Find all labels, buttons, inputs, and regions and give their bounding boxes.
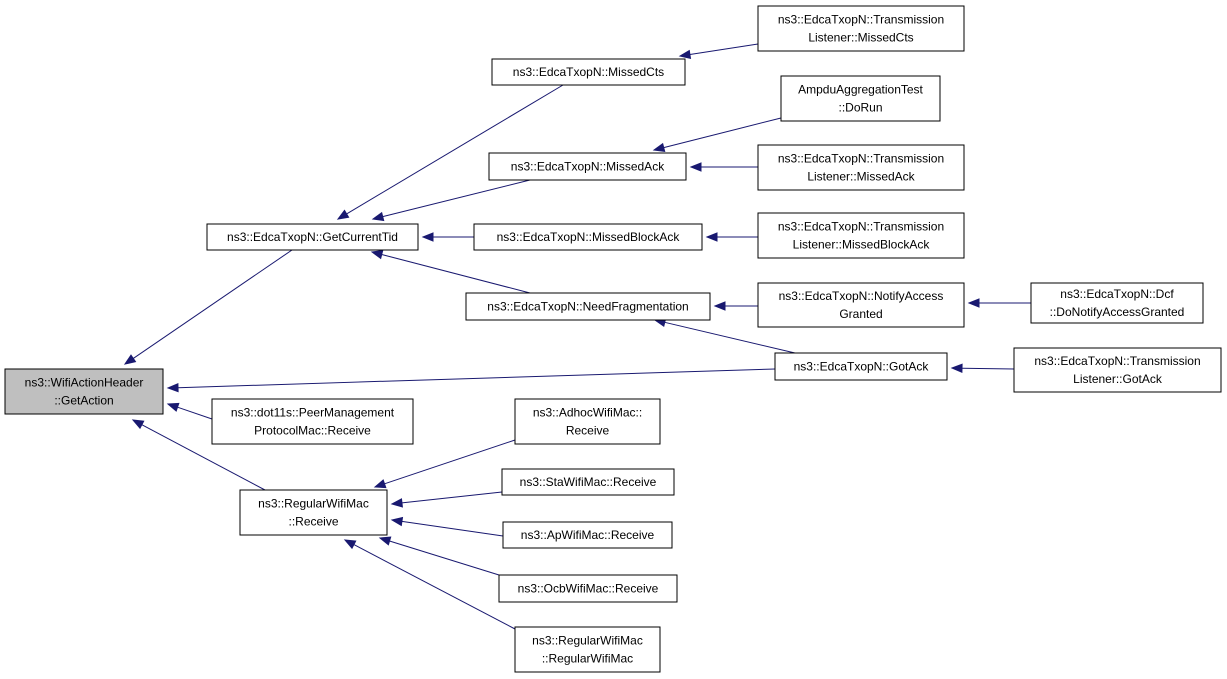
node-label-line: ns3::EdcaTxopN::Transmission <box>778 152 944 166</box>
node-label-line: Listener::GotAck <box>1073 372 1163 386</box>
node-tl-gotack[interactable]: ns3::EdcaTxopN::TransmissionListener::Go… <box>1013 347 1222 393</box>
node-label-line: ns3::StaWifiMac::Receive <box>520 475 657 489</box>
node-label-line: ns3::EdcaTxopN::NotifyAccess <box>779 289 944 303</box>
node-label-line: ns3::AdhocWifiMac:: <box>533 406 642 420</box>
node-getaction[interactable]: ns3::WifiActionHeader::GetAction <box>4 368 164 415</box>
node-label-line: ns3::RegularWifiMac <box>258 497 369 511</box>
node-label-line: ProtocolMac::Receive <box>254 424 371 438</box>
node-label-line: ns3::dot11s::PeerManagement <box>231 406 395 420</box>
node-label-line: ns3::EdcaTxopN::NeedFragmentation <box>487 300 688 314</box>
node-label-line: ns3::EdcaTxopN::GotAck <box>794 360 930 374</box>
node-missedack[interactable]: ns3::EdcaTxopN::MissedAck <box>488 152 687 181</box>
edge-ampdu-to-missedack <box>652 117 782 152</box>
node-label-line: ns3::ApWifiMac::Receive <box>521 528 655 542</box>
node-label-line: AmpduAggregationTest <box>798 83 923 97</box>
node-missedcts[interactable]: ns3::EdcaTxopN::MissedCts <box>491 58 686 86</box>
node-tl-missedcts[interactable]: ns3::EdcaTxopN::TransmissionListener::Mi… <box>757 5 965 52</box>
edge-gotack-to-getaction <box>166 368 776 393</box>
node-tl-missedblockack[interactable]: ns3::EdcaTxopN::TransmissionListener::Mi… <box>757 212 965 259</box>
edge-notifyaccess-to-needfrag <box>713 301 758 311</box>
node-label-line: ::GetAction <box>54 394 113 408</box>
node-peermgmt[interactable]: ns3::dot11s::PeerManagementProtocolMac::… <box>211 398 414 445</box>
edges-layer <box>123 43 1031 630</box>
node-label-line: Listener::MissedCts <box>808 31 913 45</box>
edge-tl_gotack-to-gotack <box>950 363 1015 373</box>
node-label-line: ::DoRun <box>838 101 882 115</box>
node-label-line: Granted <box>839 307 882 321</box>
edge-dcf-to-notifyaccess <box>967 298 1031 308</box>
node-label-line: ns3::EdcaTxopN::Transmission <box>778 13 944 27</box>
node-label-line: Listener::MissedBlockAck <box>793 238 931 252</box>
node-sta[interactable]: ns3::StaWifiMac::Receive <box>501 468 675 496</box>
node-gotack[interactable]: ns3::EdcaTxopN::GotAck <box>774 352 948 381</box>
node-label-line: ::Receive <box>288 515 338 529</box>
node-ocb[interactable]: ns3::OcbWifiMac::Receive <box>498 574 678 603</box>
node-regularctor[interactable]: ns3::RegularWifiMac::RegularWifiMac <box>514 626 661 673</box>
edge-tl_missedblockack-to-missedblockack <box>705 232 758 242</box>
node-missedblockack[interactable]: ns3::EdcaTxopN::MissedBlockAck <box>473 223 703 251</box>
node-label-line: ns3::EdcaTxopN::MissedBlockAck <box>497 230 681 244</box>
node-label-line: ns3::WifiActionHeader <box>25 376 144 390</box>
node-label-line: ns3::RegularWifiMac <box>532 634 643 648</box>
edge-regularreceive-to-getaction <box>131 419 266 491</box>
node-regularreceive[interactable]: ns3::RegularWifiMac::Receive <box>239 489 388 536</box>
edge-peermgmt-to-getaction <box>166 402 213 420</box>
node-getcurrenttid[interactable]: ns3::EdcaTxopN::GetCurrentTid <box>206 223 419 251</box>
node-label-line: ns3::EdcaTxopN::Transmission <box>1034 354 1200 368</box>
edge-regularctor-to-regularreceive <box>343 539 516 630</box>
edge-getcurrenttid-to-getaction <box>123 249 293 365</box>
node-label-line: ns3::EdcaTxopN::Transmission <box>778 220 944 234</box>
node-label-line: ::RegularWifiMac <box>542 652 633 666</box>
node-label-line: ::DoNotifyAccessGranted <box>1050 305 1185 319</box>
node-ap[interactable]: ns3::ApWifiMac::Receive <box>502 521 673 549</box>
edge-ocb-to-regularreceive <box>378 536 500 576</box>
edge-adhoc-to-regularreceive <box>373 439 516 489</box>
edge-missedblockack-to-getcurrenttid <box>421 232 474 242</box>
node-ampdu[interactable]: AmpduAggregationTest::DoRun <box>780 75 941 122</box>
edge-tl_missedcts-to-missedcts <box>678 43 759 60</box>
node-label-line: ns3::EdcaTxopN::MissedAck <box>511 160 665 174</box>
node-label-line: Receive <box>566 424 610 438</box>
node-adhoc[interactable]: ns3::AdhocWifiMac::Receive <box>514 398 661 445</box>
edge-missedcts-to-getcurrenttid <box>336 84 564 220</box>
node-label-line: Listener::MissedAck <box>807 170 915 184</box>
edge-missedack-to-getcurrenttid <box>371 179 531 222</box>
nodes-layer: ns3::WifiActionHeader::GetAction ns3::Edc… <box>4 5 1222 673</box>
node-label-line: ns3::EdcaTxopN::MissedCts <box>513 65 664 79</box>
node-label-line: ns3::EdcaTxopN::GetCurrentTid <box>227 230 398 244</box>
edge-needfrag-to-getcurrenttid <box>370 250 531 294</box>
edge-ap-to-regularreceive <box>390 516 504 537</box>
node-label-line: ns3::OcbWifiMac::Receive <box>518 582 659 596</box>
node-needfrag[interactable]: ns3::EdcaTxopN::NeedFragmentation <box>465 292 711 321</box>
node-dcf[interactable]: ns3::EdcaTxopN::Dcf::DoNotifyAccessGrant… <box>1030 282 1204 324</box>
edge-tl_missedack-to-missedack <box>689 162 758 172</box>
node-label-line: ns3::EdcaTxopN::Dcf <box>1060 287 1174 301</box>
node-notifyaccess[interactable]: ns3::EdcaTxopN::NotifyAccessGranted <box>757 282 965 328</box>
edge-sta-to-regularreceive <box>390 491 503 508</box>
node-tl-missedack[interactable]: ns3::EdcaTxopN::TransmissionListener::Mi… <box>757 144 965 191</box>
